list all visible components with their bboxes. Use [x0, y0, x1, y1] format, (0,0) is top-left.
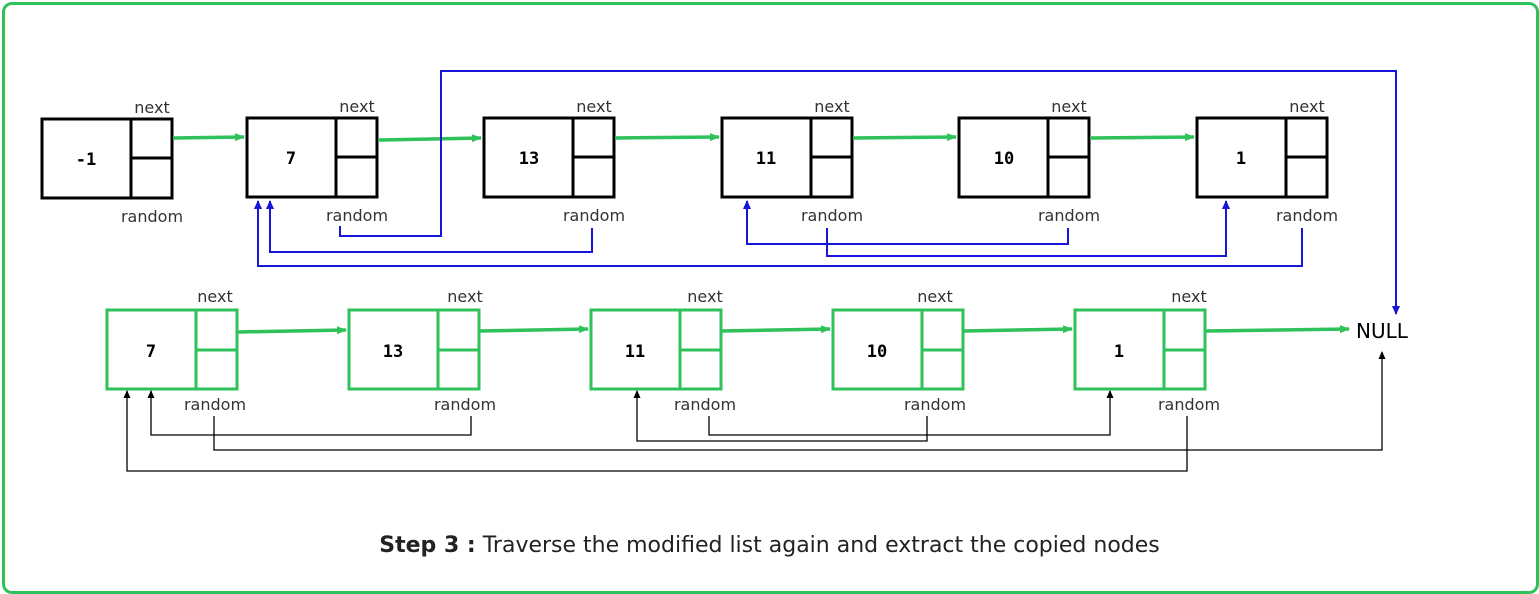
next-arrow	[479, 325, 589, 334]
node-value: 1	[1114, 342, 1124, 362]
step-label: Step 3 :	[379, 533, 476, 558]
next-arrow	[237, 326, 347, 335]
null-label: NULL	[1356, 319, 1409, 343]
random-label: random	[1276, 206, 1338, 225]
next-arrow	[1089, 133, 1195, 142]
random-label: random	[801, 206, 863, 225]
original-node-11: 11 next random	[720, 97, 863, 225]
next-label: next	[1051, 97, 1086, 116]
random-label: random	[1038, 206, 1100, 225]
random-label: random	[563, 206, 625, 225]
next-label: next	[134, 98, 169, 117]
random-label: random	[1158, 395, 1220, 414]
node-value: 7	[146, 342, 156, 362]
node-value: 10	[994, 149, 1014, 169]
node-value: 13	[383, 342, 403, 362]
original-node-7: 7 next random	[245, 97, 388, 225]
node-value: -1	[76, 150, 96, 170]
random-arrow-11-to-1	[708, 390, 1114, 436]
next-label: next	[814, 97, 849, 116]
random-label: random	[904, 395, 966, 414]
random-arrow-1-to-7	[254, 200, 1303, 267]
original-next-arrows	[172, 133, 1195, 143]
random-arrow-7-to-null	[339, 70, 1400, 315]
original-node-10: 10 next random	[957, 97, 1100, 225]
copied-node-1: 1 next random	[1073, 287, 1220, 414]
random-label: random	[326, 206, 388, 225]
next-label: next	[576, 97, 611, 116]
original-node-1: 1 next random	[1195, 97, 1338, 225]
copied-node-13: 13 next random	[347, 287, 496, 414]
copied-node-11: 11 next random	[589, 287, 736, 414]
next-label: next	[687, 287, 722, 306]
node-value: 13	[519, 149, 539, 169]
next-label: next	[917, 287, 952, 306]
next-label: next	[339, 97, 374, 116]
copied-node-7: 7 next random	[105, 287, 246, 414]
node-value: 1	[1236, 149, 1246, 169]
next-label: next	[1289, 97, 1324, 116]
node-value: 11	[625, 342, 645, 362]
step-caption: Step 3 : Traverse the modified list agai…	[0, 533, 1539, 558]
random-label: random	[184, 395, 246, 414]
random-label: random	[434, 395, 496, 414]
node-value: 7	[286, 149, 296, 169]
next-arrow	[963, 325, 1073, 334]
node-value: 10	[867, 342, 887, 362]
random-arrow-13-to-7	[147, 390, 472, 436]
random-arrow-13-to-7	[266, 200, 593, 253]
copied-next-arrows	[237, 325, 1350, 335]
original-random-arrows	[254, 70, 1400, 315]
step-description: Traverse the modified list again and ext…	[475, 533, 1160, 558]
random-label: random	[674, 395, 736, 414]
next-label: next	[1171, 287, 1206, 306]
next-arrow	[721, 325, 831, 334]
next-arrow	[377, 134, 482, 143]
random-arrow-10-to-11	[633, 390, 928, 442]
original-node-minus1: -1 next random	[40, 98, 183, 226]
next-arrow-to-null	[1205, 325, 1350, 334]
random-arrow-10-to-11	[743, 200, 1069, 245]
random-arrow-7-to-null	[213, 351, 1386, 451]
original-node-13: 13 next random	[482, 97, 625, 225]
next-label: next	[447, 287, 482, 306]
random-arrow-1-to-7	[123, 390, 1188, 472]
next-arrow	[614, 133, 720, 142]
random-arrow-11-to-1	[826, 200, 1230, 257]
copied-random-arrows	[123, 351, 1386, 472]
next-arrow	[852, 133, 957, 142]
next-arrow	[172, 133, 245, 142]
node-value: 11	[756, 149, 776, 169]
next-label: next	[197, 287, 232, 306]
random-label: random	[121, 207, 183, 226]
copied-node-10: 10 next random	[831, 287, 966, 414]
